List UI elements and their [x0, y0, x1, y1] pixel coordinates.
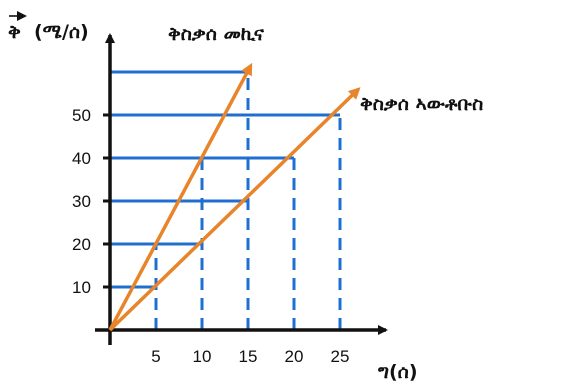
- x-tick-label: 25: [331, 347, 350, 366]
- x-tick-label: 20: [285, 347, 304, 366]
- x-axis-label: ግ(ሰ): [378, 361, 418, 383]
- y-tick-label: 40: [72, 149, 91, 168]
- x-tick-label: 15: [239, 347, 258, 366]
- y-axis-label: (ሜ/ሰ): [34, 21, 89, 43]
- axes: [95, 33, 388, 345]
- series-line-car: [108, 62, 253, 331]
- tick-labels: 10 20 30 40 50 5 10 15 20 25: [72, 106, 349, 366]
- x-tick-label: 5: [151, 347, 160, 366]
- y-tick-label: 10: [72, 278, 91, 297]
- series-label-car: ቅስቃሰ መኪና: [168, 23, 265, 45]
- series-line-bus: [108, 87, 361, 332]
- x-tick-label: 10: [193, 347, 212, 366]
- y-axis-symbol: ቅ: [8, 21, 21, 43]
- y-tick-label: 30: [72, 192, 91, 211]
- series-lines: [108, 62, 361, 332]
- y-tick-label: 50: [72, 106, 91, 125]
- y-tick-label: 20: [72, 235, 91, 254]
- series-label-bus: ቅስቃሰ ኣውቶቡስ: [360, 93, 483, 115]
